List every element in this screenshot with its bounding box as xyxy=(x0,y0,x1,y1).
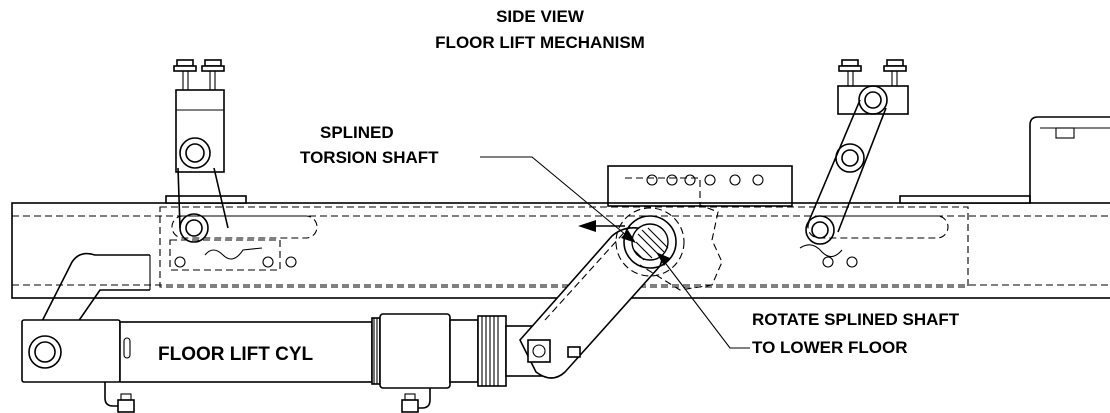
right-end-bracket xyxy=(1029,116,1110,203)
slide-plate xyxy=(159,206,969,288)
cylinder-label: FLOOR LIFT CYL xyxy=(158,344,314,365)
hydraulic-fitting-right xyxy=(401,388,431,413)
title-line-1: SIDE VIEW xyxy=(496,7,585,26)
hydraulic-fitting-left xyxy=(104,382,135,413)
splined-torsion-shaft xyxy=(615,207,685,277)
frame-rail xyxy=(11,195,1110,299)
floor-lift-cylinder xyxy=(21,313,555,389)
rotate-callout-line-1: ROTATE SPLINED SHAFT xyxy=(752,310,960,329)
left-pivot-arm xyxy=(174,167,297,268)
rotate-callout-line-2: TO LOWER FLOOR xyxy=(752,338,908,357)
right-clamp-block xyxy=(837,59,909,115)
rotate-shaft-callout: ROTATE SPLINED SHAFT TO LOWER FLOOR xyxy=(656,252,960,357)
left-clamp-block xyxy=(173,59,225,173)
splined-shaft-callout: SPLINED TORSION SHAFT xyxy=(300,123,636,243)
upper-mount-plate xyxy=(607,165,793,291)
splined-callout-line-2: TORSION SHAFT xyxy=(300,148,439,167)
splined-callout-line-1: SPLINED xyxy=(320,123,394,142)
right-pivot-arm xyxy=(799,99,887,268)
rotation-direction-arrow xyxy=(578,220,625,232)
title-line-2: FLOOR LIFT MECHANISM xyxy=(435,33,645,52)
